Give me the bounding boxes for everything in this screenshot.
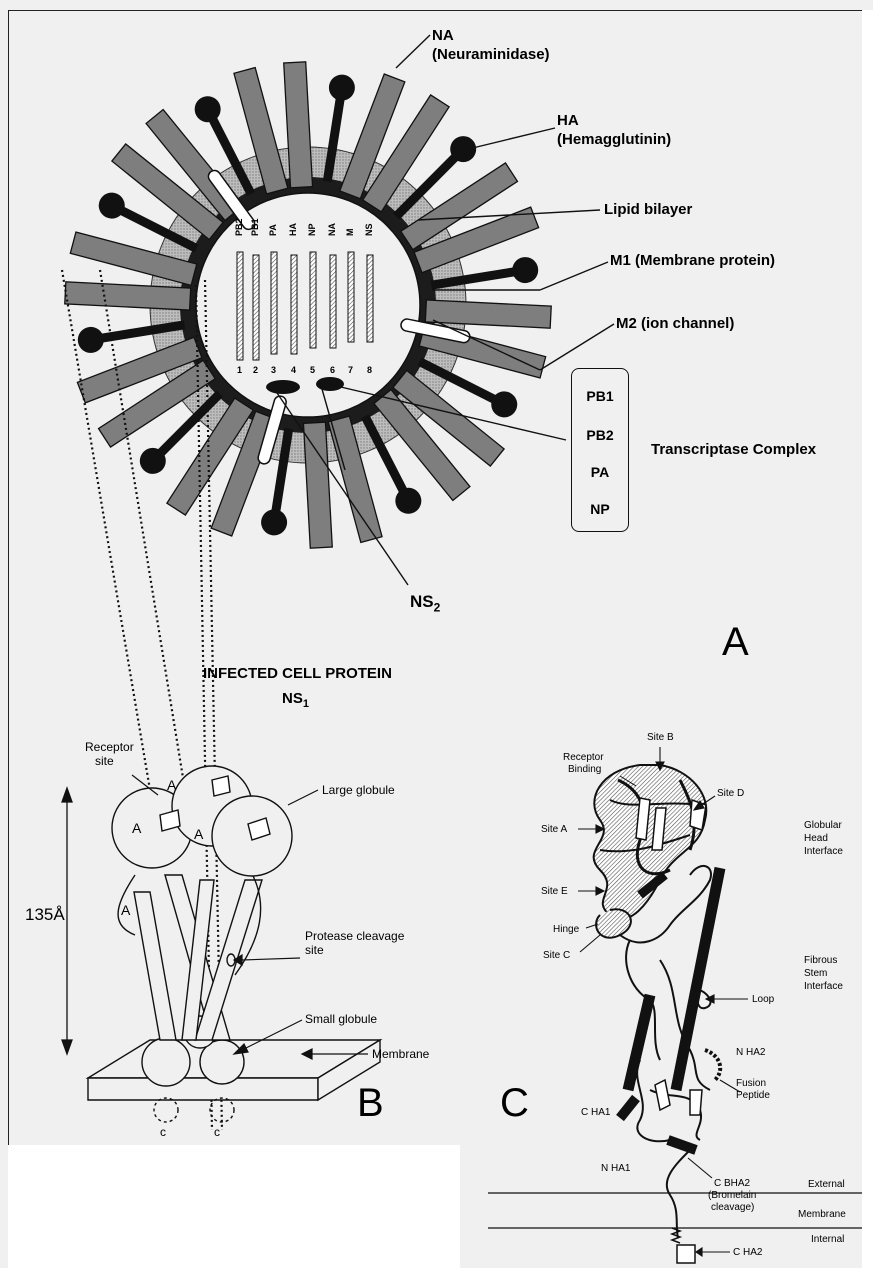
c-ha2-label: C HA2 <box>733 1247 762 1259</box>
globular-head <box>594 765 707 919</box>
transcriptase-complex-label: Transcriptase Complex <box>651 441 816 459</box>
membrane-label-b: Membrane <box>372 1047 429 1061</box>
complex-item: PB1 <box>572 388 628 404</box>
site-d-label: Site D <box>717 788 744 800</box>
panel-letter-c: C <box>500 1083 529 1123</box>
segment-name: NS <box>364 223 374 236</box>
segment-name: NP <box>307 223 317 236</box>
stalk <box>134 892 176 1040</box>
rna-segment <box>237 252 243 360</box>
segment-number: 6 <box>330 365 335 375</box>
polymerase-blob <box>266 380 300 394</box>
segment-name: PB2 <box>234 218 244 236</box>
segment-number: 4 <box>291 365 296 375</box>
segment-number: 2 <box>253 365 258 375</box>
c-bha2-label: C BHA2 <box>714 1178 750 1190</box>
large-globule-label: Large globule <box>322 783 395 797</box>
ha-label-abbrev: HA <box>557 112 579 130</box>
receptor-binding-label: Receptor <box>563 752 604 764</box>
site-a-letter: A <box>167 777 176 793</box>
globular-head-label-3: Interface <box>804 846 843 858</box>
panel-letter-b: B <box>357 1083 384 1123</box>
virion-particle <box>65 62 551 548</box>
m2-label: M2 (ion channel) <box>616 315 734 333</box>
c-terminus-letter: c <box>214 1125 220 1139</box>
fibrous-stem-label-2: Stem <box>804 968 827 980</box>
membrane-label-c: Membrane <box>798 1209 846 1221</box>
segment-number: 5 <box>310 365 315 375</box>
rna-segment <box>291 255 297 354</box>
loop-label: Loop <box>752 994 774 1006</box>
receptor-binding-label-2: Binding <box>568 764 601 776</box>
rna-segment <box>271 252 277 354</box>
m1-label: M1 (Membrane protein) <box>610 252 775 270</box>
site-b-label: Site B <box>647 732 674 744</box>
globular-head-label: Globular <box>804 820 842 832</box>
complex-item: NP <box>572 501 628 517</box>
site-e-label: Site E <box>541 886 568 898</box>
segment-name: PB1 <box>250 218 260 236</box>
hinge-label: Hinge <box>553 924 579 936</box>
fibrous-stem-label-3: Interface <box>804 981 843 993</box>
small-globule-label: Small globule <box>305 1012 377 1026</box>
n-ha2-label: N HA2 <box>736 1047 765 1059</box>
cleavage-label: cleavage) <box>711 1202 754 1214</box>
receptor-site-label-2: site <box>95 754 114 768</box>
transcriptase-complex-box: PB1 PB2 PA NP <box>571 368 629 532</box>
small-globule <box>142 1038 190 1086</box>
segment-number: 1 <box>237 365 242 375</box>
c-terminus-letter: c <box>160 1125 166 1139</box>
fusion-peptide-label-2: Peptide <box>736 1090 770 1102</box>
ns1-title: INFECTED CELL PROTEIN <box>203 665 392 682</box>
segment-number: 8 <box>367 365 372 375</box>
rna-segment <box>330 255 336 348</box>
site-a-label: Site A <box>541 824 567 836</box>
globular-head-label-2: Head <box>804 833 828 845</box>
receptor-site-label: Receptor <box>85 740 134 754</box>
protease-cleavage-label: Protease cleavage <box>305 929 404 943</box>
na-label-abbrev: NA <box>432 27 454 45</box>
ha-label-full: (Hemagglutinin) <box>557 131 671 149</box>
ns2-label: NS2 <box>410 592 440 614</box>
complex-item: PA <box>572 464 628 480</box>
internal-label: Internal <box>811 1234 844 1246</box>
segment-name: PA <box>268 224 278 236</box>
na-label-full: (Neuraminidase) <box>432 46 550 64</box>
fusion-peptide-label: Fusion <box>736 1078 766 1090</box>
rna-segment <box>348 252 354 342</box>
rna-segment <box>310 252 316 348</box>
external-label: External <box>808 1179 845 1191</box>
site-a-letter: A <box>121 902 130 918</box>
site-a-letter: A <box>132 820 141 836</box>
bromelain-label: (Bromelain <box>708 1190 756 1202</box>
protease-cleavage-label-2: site <box>305 943 324 957</box>
site-c-label: Site C <box>543 950 570 962</box>
segment-number: 3 <box>271 365 276 375</box>
site-a-letter: A <box>194 826 203 842</box>
complex-item: PB2 <box>572 427 628 443</box>
ns1-label: NS1 <box>282 690 309 710</box>
c-ha1-label: C HA1 <box>581 1107 610 1119</box>
rna-segment <box>367 255 373 342</box>
segment-name: NA <box>327 223 337 236</box>
segment-number: 7 <box>348 365 353 375</box>
segment-name: HA <box>288 223 298 236</box>
panel-letter-a: A <box>722 622 749 662</box>
n-ha1-label: N HA1 <box>601 1163 630 1175</box>
segment-name: M <box>345 229 355 237</box>
lipid-bilayer-label: Lipid bilayer <box>604 201 692 219</box>
dimension-label: 135Å <box>25 905 65 925</box>
rna-segment <box>253 255 259 360</box>
fibrous-stem-label: Fibrous <box>804 955 837 967</box>
